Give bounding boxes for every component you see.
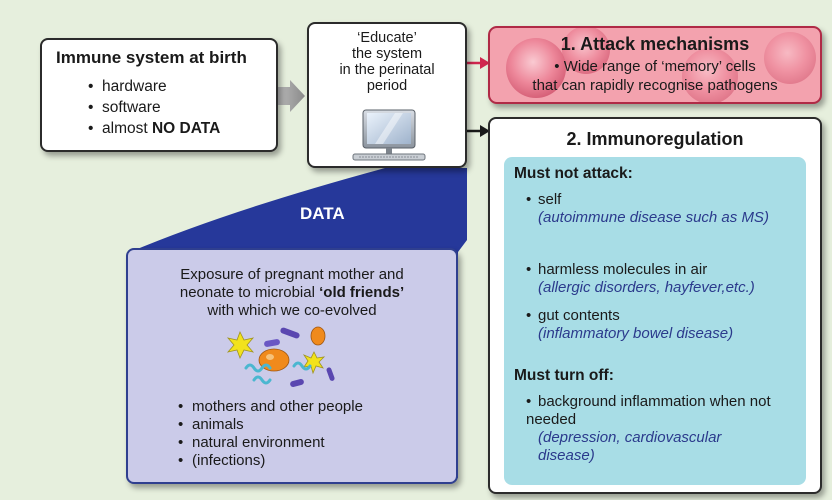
- must-turn-off-heading: Must turn off:: [514, 367, 614, 384]
- birth-title: Immune system at birth: [56, 48, 247, 67]
- item-label: self: [526, 191, 561, 208]
- exposure-line: with which we co-evolved: [207, 302, 377, 319]
- birth-item: hardware: [88, 76, 220, 97]
- birth-item: software: [88, 97, 220, 118]
- exposure-line: Exposure of pregnant mother and: [180, 266, 404, 283]
- exposure-line-text: neonate to microbial: [179, 284, 320, 301]
- birth-item: almost NO DATA: [88, 118, 220, 139]
- exposure-source: animals: [178, 416, 363, 434]
- educate-to-attack-arrow: [467, 57, 490, 69]
- regulation-item-gut: gut contents (inflammatory bowel disease…: [526, 307, 816, 343]
- item-example: (inflammatory bowel disease): [538, 325, 734, 342]
- must-not-attack-heading: Must not attack:: [514, 165, 633, 182]
- item-example: (depression, cardiovascular disease): [538, 429, 722, 464]
- educate-line: in the perinatal: [339, 62, 435, 78]
- exposure-text: Exposure of pregnant mother and neonate …: [128, 266, 456, 320]
- birth-item-text: almost: [102, 120, 152, 137]
- microbes-illustration: [226, 326, 335, 388]
- birth-to-educate-arrow: [278, 80, 305, 112]
- educate-to-immuno-arrow: [467, 125, 490, 137]
- educate-line: period: [366, 78, 408, 94]
- attack-title: 1. Attack mechanisms: [560, 34, 750, 54]
- immunoregulation-title: 2. Immunoregulation: [566, 129, 744, 149]
- computer-monitor-icon: [352, 109, 426, 161]
- old-friends-emphasis: ‘old friends’: [319, 284, 405, 301]
- immunoregulation-box: 2. Immunoregulation Must not attack: sel…: [488, 117, 822, 494]
- regulation-item-self: self (autoimmune disease such as MS): [526, 191, 796, 227]
- memory-cells-illustration: [506, 28, 816, 102]
- birth-box: Immune system at birth hardware software…: [40, 38, 278, 152]
- attack-line-1: • Wide range of ‘memory’ cells: [554, 58, 756, 75]
- item-example: (autoimmune disease such as MS): [538, 209, 769, 226]
- regulation-item-air: harmless molecules in air (allergic diso…: [526, 261, 816, 297]
- item-label: background inflammation when not needed: [526, 393, 771, 428]
- educate-line: ‘Educate’: [357, 30, 417, 46]
- attack-line-2: that can rapidly recognise pathogens: [532, 77, 778, 94]
- exposure-source: (infections): [178, 452, 363, 470]
- birth-list: hardware software almost NO DATA: [88, 76, 220, 139]
- educate-text: ‘Educate’ the system in the perinatal pe…: [309, 30, 465, 94]
- exposure-source: natural environment: [178, 434, 363, 452]
- item-label: gut contents: [526, 307, 620, 324]
- regulation-panel: Must not attack: self (autoimmune diseas…: [504, 157, 806, 485]
- exposure-sources-list: mothers and other people animals natural…: [178, 398, 363, 470]
- educate-line: the system: [351, 46, 423, 62]
- exposure-line: neonate to microbial ‘old friends’: [128, 284, 456, 302]
- data-label: DATA: [300, 204, 345, 223]
- no-data-emphasis: NO DATA: [151, 120, 221, 137]
- item-label: harmless molecules in air: [526, 261, 707, 278]
- educate-box: ‘Educate’ the system in the perinatal pe…: [307, 22, 467, 168]
- regulation-item-inflammation: background inflammation when not needed …: [526, 393, 772, 465]
- exposure-box: Exposure of pregnant mother and neonate …: [126, 248, 458, 484]
- item-example: (allergic disorders, hayfever,etc.): [538, 279, 755, 296]
- exposure-source: mothers and other people: [178, 398, 363, 416]
- attack-mechanisms-box: 1. Attack mechanisms • Wide range of ‘me…: [488, 26, 822, 104]
